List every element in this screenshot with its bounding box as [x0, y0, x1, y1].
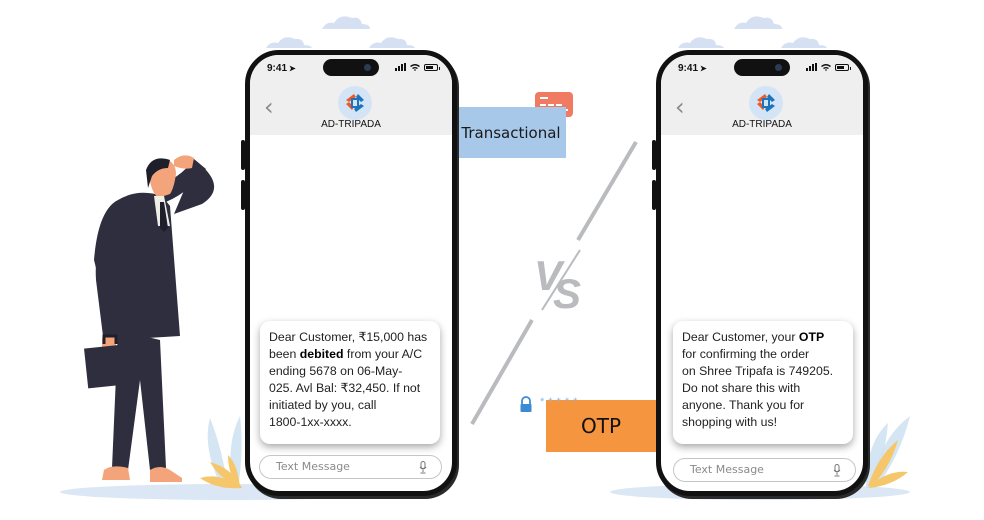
location-arrow-icon: ➤ — [700, 64, 707, 73]
battery-icon — [424, 63, 440, 71]
sender-name: AD-TRIPADA — [321, 119, 381, 130]
message-line: 1800-1xx-xxxx. — [269, 415, 352, 429]
leaves-decor — [866, 416, 910, 488]
businessman-illustration — [84, 155, 215, 482]
masked-otp-stars: ***** — [540, 396, 582, 408]
dynamic-island — [734, 59, 790, 76]
message-bubble: Dear Customer, your OTP for confirming t… — [673, 321, 853, 444]
battery-icon — [835, 63, 851, 71]
signal-icon — [806, 63, 817, 71]
message-line: on Shree Tripafa is 749205. — [682, 364, 834, 378]
camera-icon — [364, 64, 371, 71]
tripada-logo — [757, 94, 775, 112]
wifi-icon — [410, 63, 420, 71]
location-arrow-icon: ➤ — [289, 64, 296, 73]
text-message-input[interactable]: Text Message — [259, 455, 442, 479]
bold-keyword: OTP — [798, 330, 825, 344]
status-icons — [806, 63, 851, 71]
otp-label: OTP — [546, 400, 656, 452]
microphone-icon[interactable] — [833, 464, 841, 477]
camera-icon — [775, 64, 782, 71]
status-bar: 9:41➤ — [661, 55, 863, 83]
phone-side-button — [241, 180, 245, 210]
otp-text: OTP — [580, 414, 622, 438]
sender-avatar — [338, 86, 372, 120]
dynamic-island — [323, 59, 379, 76]
transactional-label: Transactional — [456, 107, 566, 158]
input-placeholder: Text Message — [276, 460, 350, 473]
lock-icon — [520, 396, 532, 412]
message-line: Dear Customer, ₹15,000 has — [269, 330, 428, 344]
leaves-decor — [200, 416, 242, 489]
message-header: ‹ AD-TRIPADA — [661, 83, 863, 135]
right-phone: 9:41➤ ‹ AD-TRIPADA Dear Customer, your O… — [656, 50, 868, 496]
wifi-icon — [821, 63, 831, 71]
input-placeholder: Text Message — [690, 463, 764, 476]
transactional-text: Transactional — [461, 123, 561, 142]
left-phone: 9:41➤ ‹ AD-TRIPADA Dear Customer, ₹15,00… — [245, 50, 457, 496]
phone-side-button — [652, 140, 656, 170]
sender-avatar — [749, 86, 783, 120]
chevron-left-icon[interactable]: ‹ — [675, 93, 685, 121]
message-line: for confirming the order — [682, 347, 810, 361]
signal-icon — [395, 63, 406, 71]
message-line: initiated by you, call — [269, 398, 377, 412]
vs-s-letter: S — [553, 270, 581, 317]
chevron-left-icon[interactable]: ‹ — [264, 93, 274, 121]
tripada-logo — [346, 94, 364, 112]
message-line: anyone. Thank you for — [682, 398, 805, 412]
status-time: 9:41➤ — [267, 63, 296, 74]
text-message-input[interactable]: Text Message — [673, 458, 856, 482]
status-icons — [395, 63, 440, 71]
message-line: ending 5678 on 06-May- — [269, 364, 403, 378]
message-bubble: Dear Customer, ₹15,000 has been debited … — [260, 321, 440, 444]
cloud-icon — [266, 16, 827, 48]
message-line: shopping with us! — [682, 415, 778, 429]
message-line: Dear Customer, your OTP — [682, 330, 825, 344]
briefcase-icon — [84, 343, 136, 389]
message-line: 025. Avl Bal: ₹32,450. If not — [269, 381, 421, 395]
message-line: Do not share this with — [682, 381, 801, 395]
message-line: been debited from your A/C — [269, 347, 423, 361]
status-bar: 9:41➤ — [250, 55, 452, 83]
sender-name: AD-TRIPADA — [732, 119, 792, 130]
status-time: 9:41➤ — [678, 63, 707, 74]
phone-side-button — [652, 180, 656, 210]
message-header: ‹ AD-TRIPADA — [250, 83, 452, 135]
microphone-icon[interactable] — [419, 461, 427, 474]
vs-v-letter: V — [534, 252, 565, 299]
bold-keyword: debited — [299, 347, 344, 361]
phone-side-button — [241, 140, 245, 170]
vs-divider — [470, 140, 638, 425]
